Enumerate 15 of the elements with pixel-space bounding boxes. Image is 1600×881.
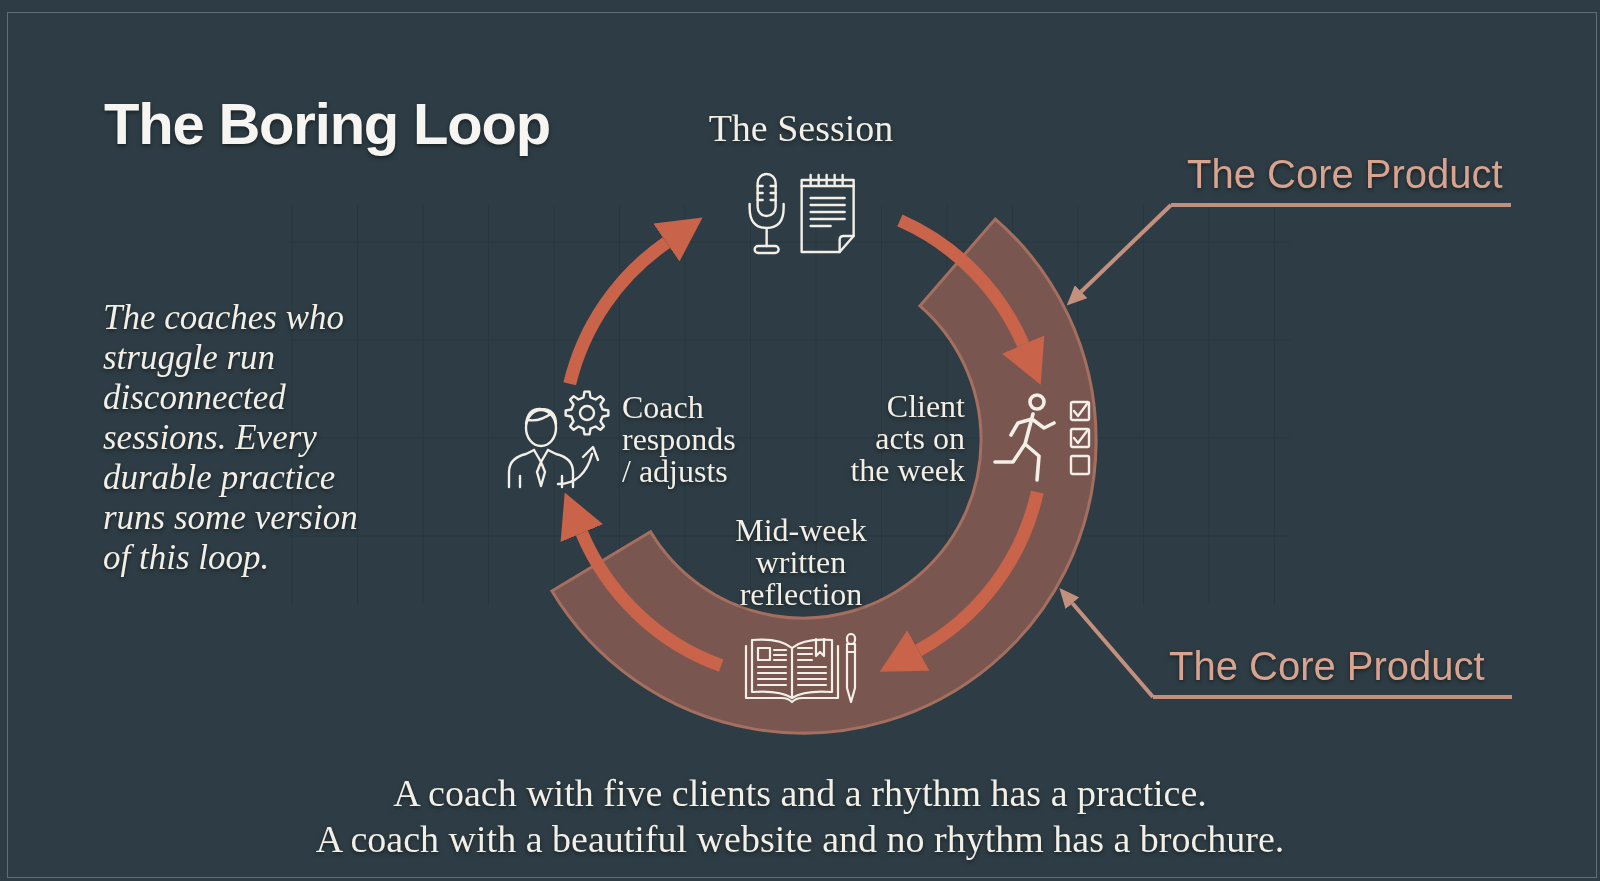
slide-title: The Boring Loop bbox=[104, 90, 550, 158]
curved-arrow bbox=[896, 214, 1044, 384]
leader-arrow bbox=[1059, 588, 1155, 699]
step-label: The Session bbox=[708, 106, 894, 150]
curved-arrow bbox=[563, 215, 701, 386]
step-label: Mid-week written reflection bbox=[734, 514, 868, 610]
step-label: Client acts on the week bbox=[849, 390, 965, 486]
curved-arrow bbox=[561, 493, 724, 672]
callout-label: The Core Product bbox=[1153, 642, 1512, 699]
callout-label: The Core Product bbox=[1171, 150, 1511, 207]
curved-arrow bbox=[881, 490, 1044, 674]
step-label: Coach responds / adjusts bbox=[622, 391, 737, 487]
description-text: The coaches who struggle run disconnected sessions. Every durable practice runs some version of this loop. bbox=[103, 298, 359, 578]
caption-text: A coach with five clients and a rhythm has a practice. A coach with a beautiful website and no rhythm has a brochure. bbox=[315, 771, 1285, 862]
leader-arrow bbox=[1066, 203, 1173, 306]
